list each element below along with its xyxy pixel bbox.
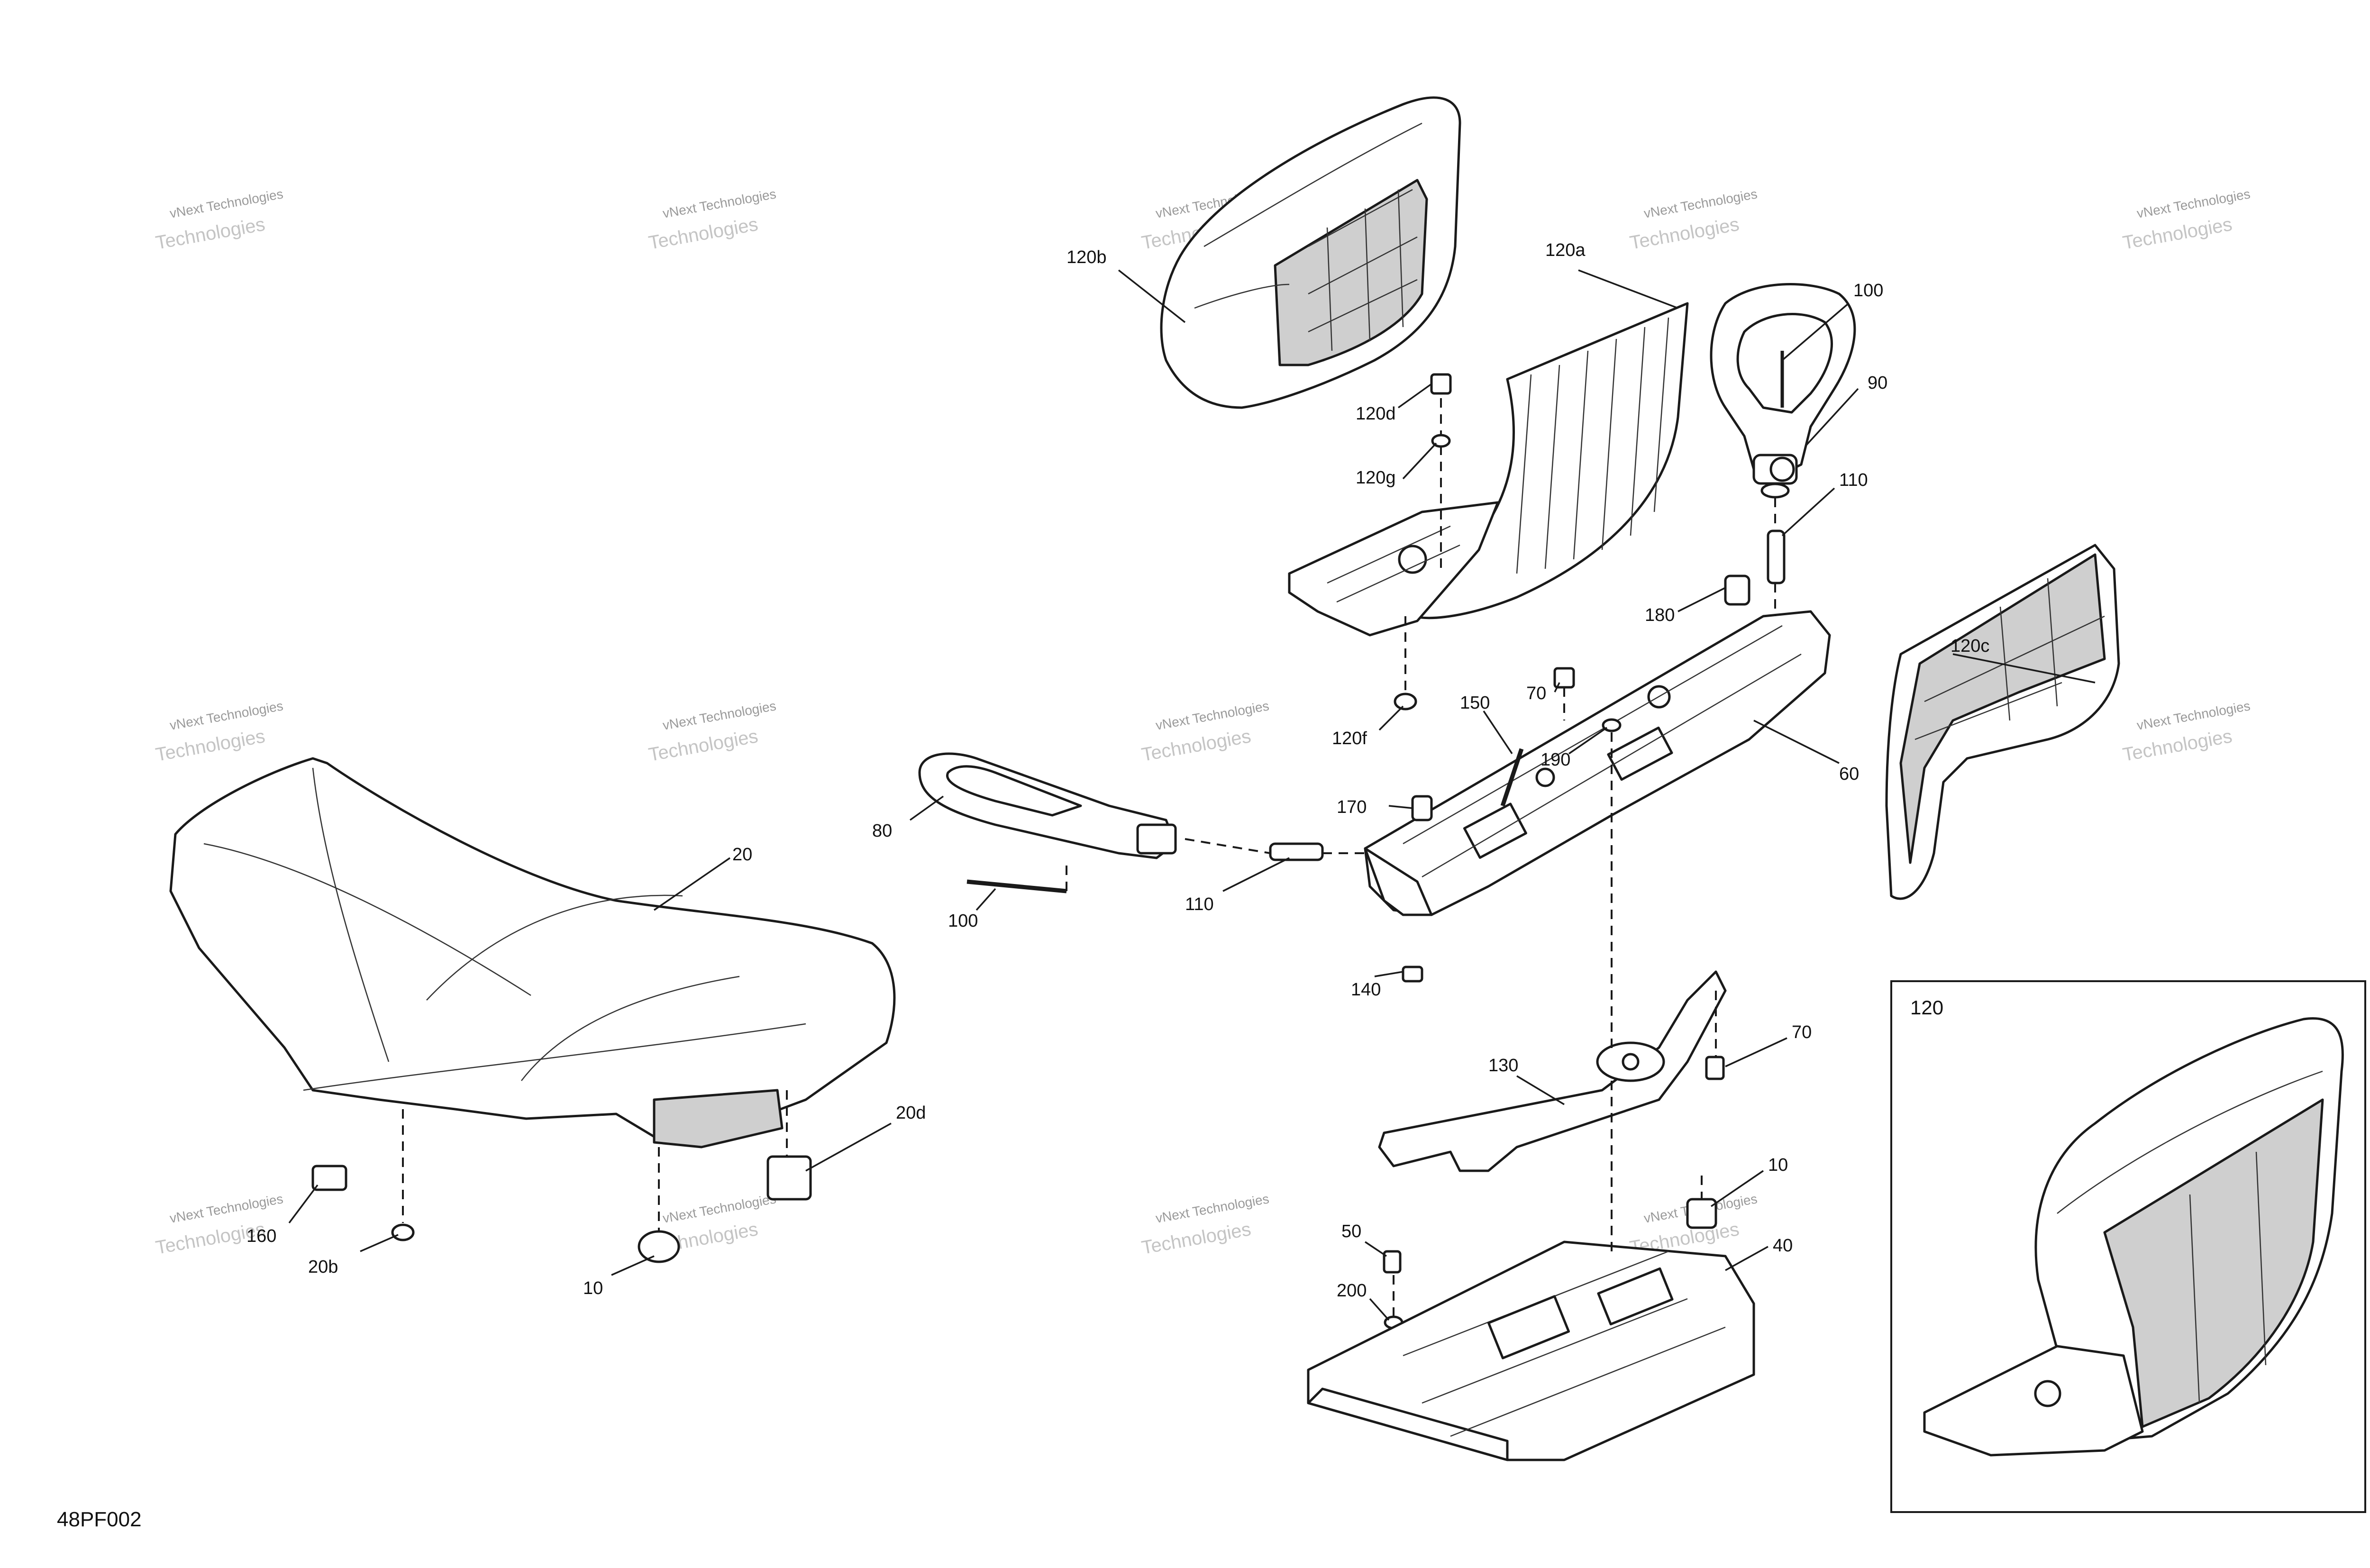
part-20-seat (169, 757, 896, 1149)
part-50-bolt (1383, 1250, 1402, 1274)
part-70-bolt-top (1553, 667, 1575, 689)
part-120f-grommet (1394, 693, 1417, 711)
svg-text:vNext Technologies: vNext Technologies (169, 1191, 284, 1226)
part-10-latch-left (638, 1230, 680, 1263)
watermark: vNext Technologies Technologies (2121, 186, 2252, 254)
callout-150: 150 (1460, 693, 1490, 713)
callout-120g: 120g (1356, 468, 1396, 488)
part-10-latch-right (1686, 1198, 1717, 1229)
callout-10: 10 (1768, 1155, 1788, 1175)
part-110-pin-mid (1269, 842, 1324, 861)
part-180-clip (1724, 574, 1750, 606)
callout-120a: 120a (1545, 240, 1586, 260)
callout-20d: 20d (896, 1103, 926, 1123)
part-170-clip (1411, 795, 1433, 821)
assembly-lines (402, 398, 1776, 1318)
svg-text:vNext Technologies: vNext Technologies (1643, 186, 1759, 221)
callout-130: 130 (1488, 1056, 1518, 1076)
watermark: vNext Technologies Technologies (1140, 698, 1270, 766)
part-110-pin-top (1767, 529, 1786, 584)
callout-labels: 120b 120a 100 90 110 120d 120g 180 120c … (246, 240, 1989, 1301)
part-140-clip (1402, 966, 1423, 983)
part-120a-backrest-panel (1288, 302, 1689, 637)
watermark: vNext Technologies Technologies (154, 186, 284, 254)
part-160-bumper (311, 1165, 347, 1191)
watermark: vNext Technologies Technologies (154, 698, 284, 766)
callout-190: 190 (1540, 750, 1570, 770)
callout-20b: 20b (308, 1257, 338, 1277)
inset-assembled-backrest: 120 (1890, 980, 2366, 1513)
svg-text:vNext Technologies: vNext Technologies (169, 698, 284, 733)
callout-120b: 120b (1066, 247, 1107, 267)
part-150-screw (1500, 748, 1524, 807)
callout-10: 10 (583, 1278, 603, 1298)
part-130-cross-brace (1378, 970, 1727, 1172)
callout-80: 80 (872, 821, 892, 841)
part-80-grab-handle-left (918, 752, 1177, 859)
watermark: vNext Technologies Technologies (647, 698, 777, 766)
callout-200: 200 (1337, 1281, 1367, 1301)
callout-120c: 120c (1951, 636, 1989, 656)
callout-120f: 120f (1332, 729, 1367, 748)
inset-label: 120 (1910, 996, 1943, 1019)
callout-20: 20 (732, 845, 752, 865)
callout-160: 160 (246, 1226, 276, 1246)
callout-110: 110 (1839, 470, 1868, 490)
watermark: vNext Technologies Technologies (1140, 1191, 1270, 1258)
svg-text:vNext Technologies: vNext Technologies (169, 186, 284, 221)
svg-text:vNext Technologies: vNext Technologies (2136, 186, 2252, 221)
part-20d-clip (766, 1155, 812, 1201)
part-20b-grommet (391, 1223, 415, 1241)
callout-170: 170 (1337, 797, 1367, 817)
leader-lines (288, 269, 2096, 1321)
part-120d-bolt (1430, 373, 1452, 395)
callout-70: 70 (1792, 1022, 1812, 1042)
part-190-washer (1602, 718, 1622, 732)
watermark: vNext Technologies Technologies (1628, 186, 1759, 254)
callout-90: 90 (1868, 373, 1887, 393)
svg-text:vNext Technologies: vNext Technologies (662, 1191, 777, 1226)
diagram-id: 48PF002 (57, 1508, 142, 1531)
part-120b-backrest-cushion (1160, 96, 1461, 409)
svg-text:vNext Technologies: vNext Technologies (1155, 1191, 1270, 1226)
part-70-bolt-mid (1705, 1056, 1725, 1080)
callout-100: 100 (1853, 281, 1883, 301)
svg-text:vNext Technologies: vNext Technologies (1155, 698, 1270, 733)
callout-120d: 120d (1356, 404, 1396, 424)
part-40-seat-base (1307, 1240, 1755, 1461)
svg-text:vNext Technologies: vNext Technologies (662, 186, 777, 221)
callout-140: 140 (1351, 980, 1381, 1000)
callout-100: 100 (948, 911, 978, 931)
svg-text:vNext Technologies: vNext Technologies (662, 698, 777, 733)
part-60-seat-support (1364, 610, 1831, 916)
inset-frame (1890, 980, 2366, 1513)
callout-110: 110 (1185, 894, 1214, 914)
callout-60: 60 (1839, 764, 1859, 784)
part-100-bolt-mid (966, 879, 1067, 893)
watermark: vNext Technologies Technologies (154, 1191, 284, 1258)
callout-180: 180 (1645, 605, 1675, 625)
watermark: vNext Technologies Technologies (647, 186, 777, 254)
callout-70: 70 (1526, 684, 1546, 703)
callout-50: 50 (1341, 1222, 1361, 1241)
svg-text:vNext Technologies: vNext Technologies (2136, 698, 2252, 733)
watermark: vNext Technologies Technologies (2121, 698, 2252, 766)
callout-40: 40 (1773, 1236, 1793, 1256)
part-120c-side-panel (1885, 544, 2120, 900)
